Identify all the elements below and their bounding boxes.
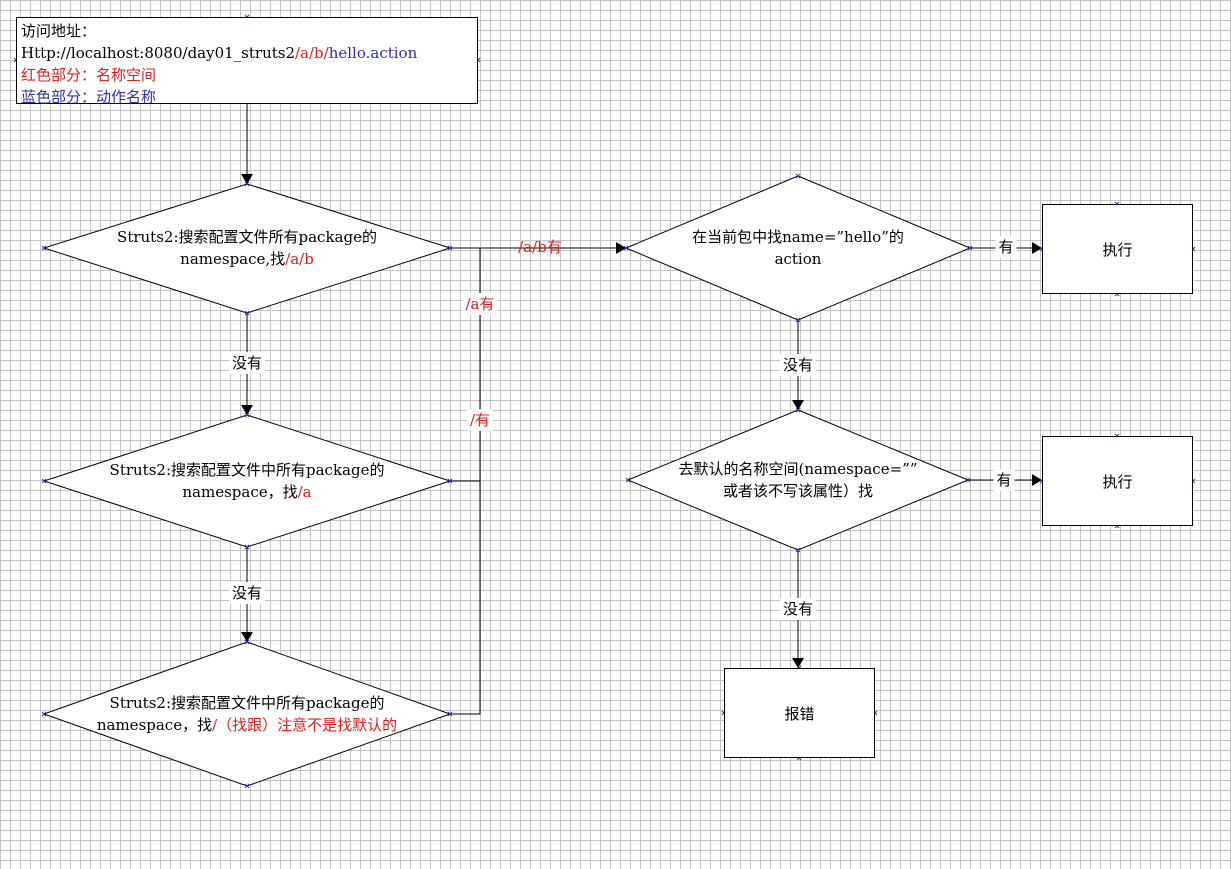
connection-point-marker [795, 173, 801, 179]
blue-legend-label: 蓝色部分： [21, 88, 97, 106]
decision-d3-text: Struts2:搜索配置文件中所有package的 namespace，找/（找… [97, 692, 397, 736]
connection-point-marker [244, 544, 250, 550]
red-legend-value: 名称空间 [96, 66, 157, 84]
connection-point-marker [967, 245, 973, 251]
connection-point-marker [447, 245, 453, 251]
connectors [241, 104, 1042, 715]
note-red-legend: 红色部分：名称空间 [21, 64, 473, 86]
d1-line1: Struts2:搜索配置文件所有package的 [117, 228, 377, 246]
note-title: 访问地址： [21, 22, 97, 40]
execute-box-1-label: 执行 [1102, 240, 1133, 259]
edge-label-no-d5: 没有 [779, 598, 817, 620]
execute-box-2[interactable]: 执行 [1042, 436, 1193, 526]
connection-point-marker [795, 547, 801, 553]
d3-line2: namespace，找/（找跟）注意不是找默认的 [97, 714, 397, 736]
red-legend-label: 红色部分： [21, 66, 97, 84]
connection-point-marker [244, 412, 250, 418]
edge-label-yes-d4: 有 [995, 236, 1017, 258]
d3-line1: Struts2:搜索配置文件中所有package的 [109, 694, 385, 712]
connection-point-marker [244, 310, 250, 316]
error-box[interactable]: 报错 [724, 668, 875, 758]
edge-label-yes-root: /有 [466, 409, 494, 431]
note-url: Http://localhost:8080/day01_struts2/a/b/… [21, 42, 473, 64]
d2-line2-text: namespace，找 [182, 483, 298, 501]
execute-box-1[interactable]: 执行 [1042, 204, 1193, 294]
decision-d5-text: 去默认的名称空间(namespace=”” 或者该不写该属性）找 [679, 458, 918, 502]
d5-line2: 或者该不写该属性）找 [722, 482, 874, 500]
edge-label-yes-ab: /a/b有 [518, 238, 562, 256]
connection-point-marker [625, 477, 631, 483]
edge-label-yes-a: /a有 [462, 293, 498, 315]
decision-d1-text: Struts2:搜索配置文件所有package的 namespace,找/a/b [117, 226, 377, 270]
connection-point-marker [623, 245, 629, 251]
url-namespace: /a/b/ [295, 44, 329, 62]
edge-label-yes-d5: 有 [993, 469, 1015, 491]
note-blue-legend: 蓝色部分：动作名称 [21, 86, 473, 108]
d1-line2: namespace,找/a/b [117, 248, 377, 270]
edge-label-no-d1: 没有 [228, 352, 266, 374]
connection-point-marker [447, 478, 453, 484]
edge-label-no-d4: 没有 [779, 354, 817, 376]
connection-point-marker [41, 711, 47, 717]
d1-line2-text: namespace,找 [180, 250, 286, 268]
connection-point-marker [41, 478, 47, 484]
url-action: hello.action [328, 44, 418, 62]
connection-point-marker [795, 317, 801, 323]
connection-point-marker [244, 181, 250, 187]
d1-line2-namespace: /a/b [285, 250, 314, 268]
access-url-note[interactable]: 访问地址： Http://localhost:8080/day01_struts… [16, 17, 478, 106]
decision-shapes [42, 175, 972, 787]
decision-d4-text: 在当前包中找name=”hello”的 action [692, 226, 904, 270]
connection-point-marker [244, 639, 250, 645]
blue-legend-value: 动作名称 [96, 88, 157, 106]
connection-point-marker [795, 407, 801, 413]
decision-d2-text: Struts2:搜索配置文件中所有package的 namespace，找/a [110, 459, 385, 503]
error-box-label: 报错 [784, 704, 815, 723]
edge-label-no-d2: 没有 [228, 582, 266, 604]
d3-line2-text: namespace，找 [96, 716, 213, 734]
d2-line1: Struts2:搜索配置文件中所有package的 [109, 461, 385, 479]
connection-point-marker [447, 711, 453, 717]
edge-d3-to-d4 [450, 248, 481, 715]
d2-line2-namespace: /a [297, 483, 312, 501]
connection-point-marker [244, 783, 250, 789]
d2-line2: namespace，找/a [110, 481, 385, 503]
d5-line1: 去默认的名称空间(namespace=”” [678, 460, 918, 478]
d4-line2: action [774, 250, 822, 268]
edge-d2-to-d4 [450, 248, 481, 482]
url-prefix: Http://localhost:8080/day01_struts2 [21, 44, 295, 62]
connection-point-marker [965, 477, 971, 483]
connection-point-marker [41, 245, 47, 251]
d3-line2-namespace: /（找跟）注意不是找默认的 [212, 716, 398, 734]
d4-line1: 在当前包中找name=”hello”的 [692, 228, 904, 246]
execute-box-2-label: 执行 [1102, 472, 1133, 491]
